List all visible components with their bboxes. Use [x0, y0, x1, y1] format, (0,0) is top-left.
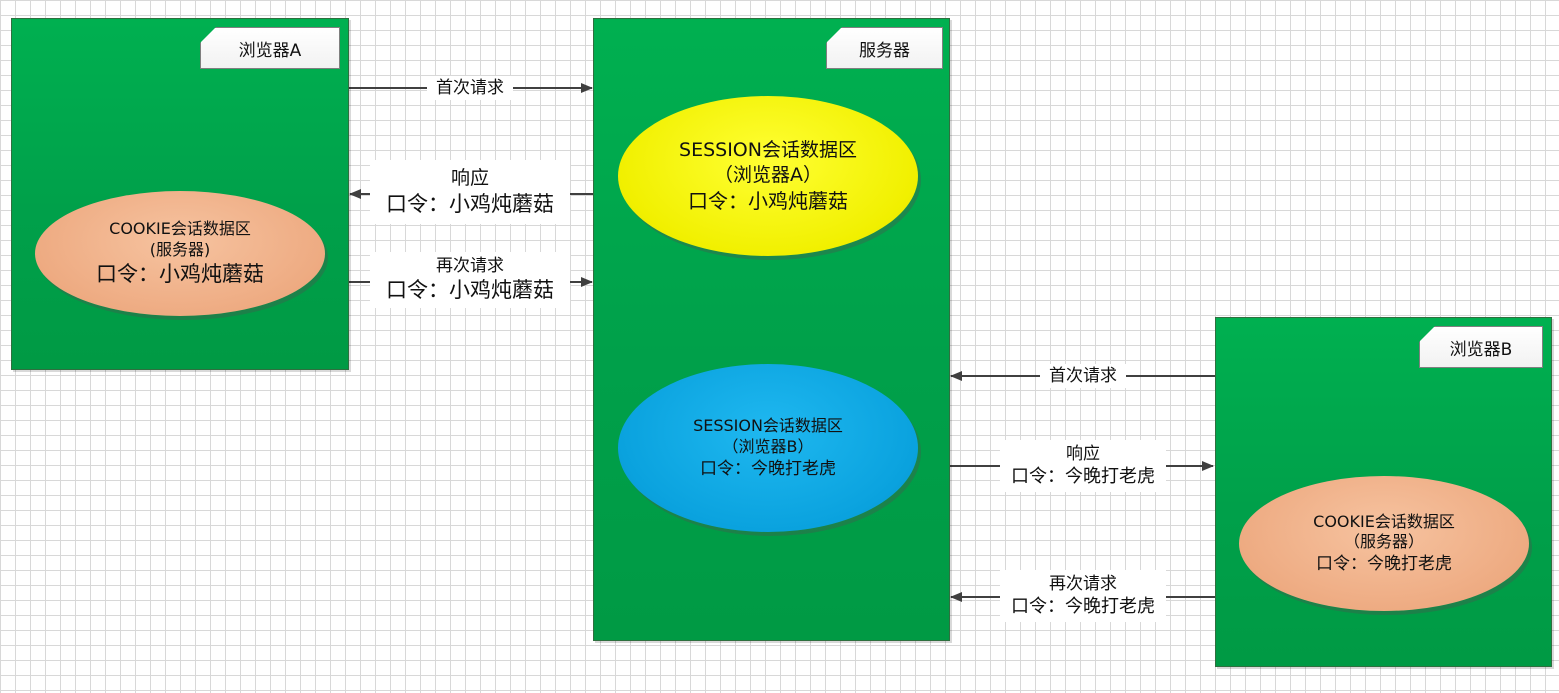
arrow-a-again-password: 口令：小鸡炖蘑菇 [386, 278, 554, 303]
session-a-owner: （浏览器A） [714, 164, 822, 186]
server-box: 服务器 SESSION会话数据区 （浏览器A） 口令：小鸡炖蘑菇 SESSION… [593, 18, 950, 641]
arrow-b-first-request-text: 首次请求 [1049, 365, 1117, 386]
server-tag: 服务器 [826, 27, 943, 69]
session-a-title: SESSION会话数据区 [679, 139, 857, 162]
browser-b-cookie-owner: （服务器） [1343, 532, 1424, 552]
arrow-a-response-password: 口令：小鸡炖蘑菇 [386, 191, 554, 216]
arrow-b-response-label: 响应 口令：今晚打老虎 [1000, 440, 1166, 492]
browser-b-cookie-password: 口令：今晚打老虎 [1316, 554, 1452, 575]
browser-a-cookie-ellipse: COOKIE会话数据区 (服务器) 口令：小鸡炖蘑菇 [35, 191, 325, 316]
browser-a-box: 浏览器A COOKIE会话数据区 (服务器) 口令：小鸡炖蘑菇 [11, 18, 349, 370]
session-b-owner: （浏览器B） [722, 436, 814, 456]
arrow-b-again-password: 口令：今晚打老虎 [1011, 596, 1155, 618]
browser-a-cookie-owner: (服务器) [149, 239, 211, 259]
browser-b-box: 浏览器B COOKIE会话数据区 （服务器） 口令：今晚打老虎 [1215, 317, 1552, 667]
arrow-a-first-request-text: 首次请求 [436, 77, 504, 98]
browser-a-tag: 浏览器A [200, 27, 340, 69]
arrow-b-again-label: 再次请求 口令：今晚打老虎 [1000, 570, 1166, 622]
session-b-password: 口令：今晚打老虎 [700, 458, 836, 479]
server-session-a-ellipse: SESSION会话数据区 （浏览器A） 口令：小鸡炖蘑菇 [618, 96, 918, 256]
browser-b-tag: 浏览器B [1419, 326, 1543, 368]
arrow-b-response-title: 响应 [1066, 444, 1100, 465]
server-session-b-ellipse: SESSION会话数据区 （浏览器B） 口令：今晚打老虎 [618, 364, 918, 532]
session-b-title: SESSION会话数据区 [693, 416, 843, 436]
arrow-b-first-request-label: 首次请求 [1040, 364, 1126, 388]
browser-b-cookie-title: COOKIE会话数据区 [1313, 511, 1455, 531]
arrow-b-again-title: 再次请求 [1049, 574, 1117, 595]
arrow-a-first-request-label: 首次请求 [427, 76, 513, 100]
arrow-a-response-label: 响应 口令：小鸡炖蘑菇 [370, 160, 570, 224]
session-a-password: 口令：小鸡炖蘑菇 [688, 188, 848, 213]
arrow-b-response-password: 口令：今晚打老虎 [1011, 466, 1155, 488]
browser-a-cookie-title: COOKIE会话数据区 [109, 219, 251, 239]
arrow-a-response-title: 响应 [450, 167, 489, 189]
arrow-a-again-label: 再次请求 口令：小鸡炖蘑菇 [370, 252, 570, 308]
browser-b-cookie-ellipse: COOKIE会话数据区 （服务器） 口令：今晚打老虎 [1239, 476, 1529, 611]
arrow-a-again-title: 再次请求 [436, 256, 504, 277]
browser-a-cookie-password: 口令：小鸡炖蘑菇 [96, 261, 264, 286]
